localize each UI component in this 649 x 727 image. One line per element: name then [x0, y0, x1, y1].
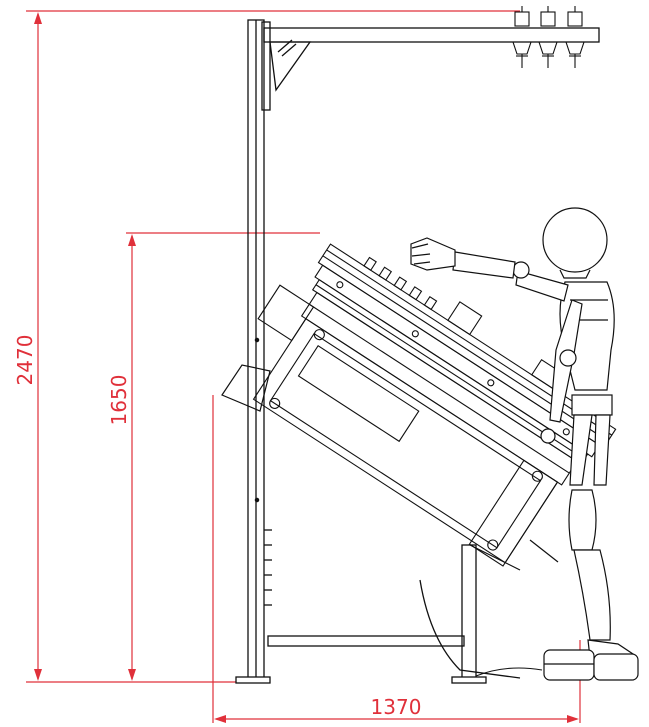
frame-top-beam — [263, 27, 600, 92]
frame-column — [235, 19, 272, 684]
dimension-label-total-height: 2470 — [13, 335, 37, 386]
dimension-work-height — [126, 232, 320, 681]
table-support — [221, 364, 559, 571]
foot-pedal-cable — [475, 667, 543, 677]
dimension-total-height — [26, 10, 520, 683]
operator-figure — [410, 207, 639, 681]
overhead-tools — [512, 6, 585, 68]
dimension-label-depth: 1370 — [371, 695, 422, 719]
dimension-label-work-height: 1650 — [107, 375, 131, 426]
frame-base — [267, 544, 521, 684]
